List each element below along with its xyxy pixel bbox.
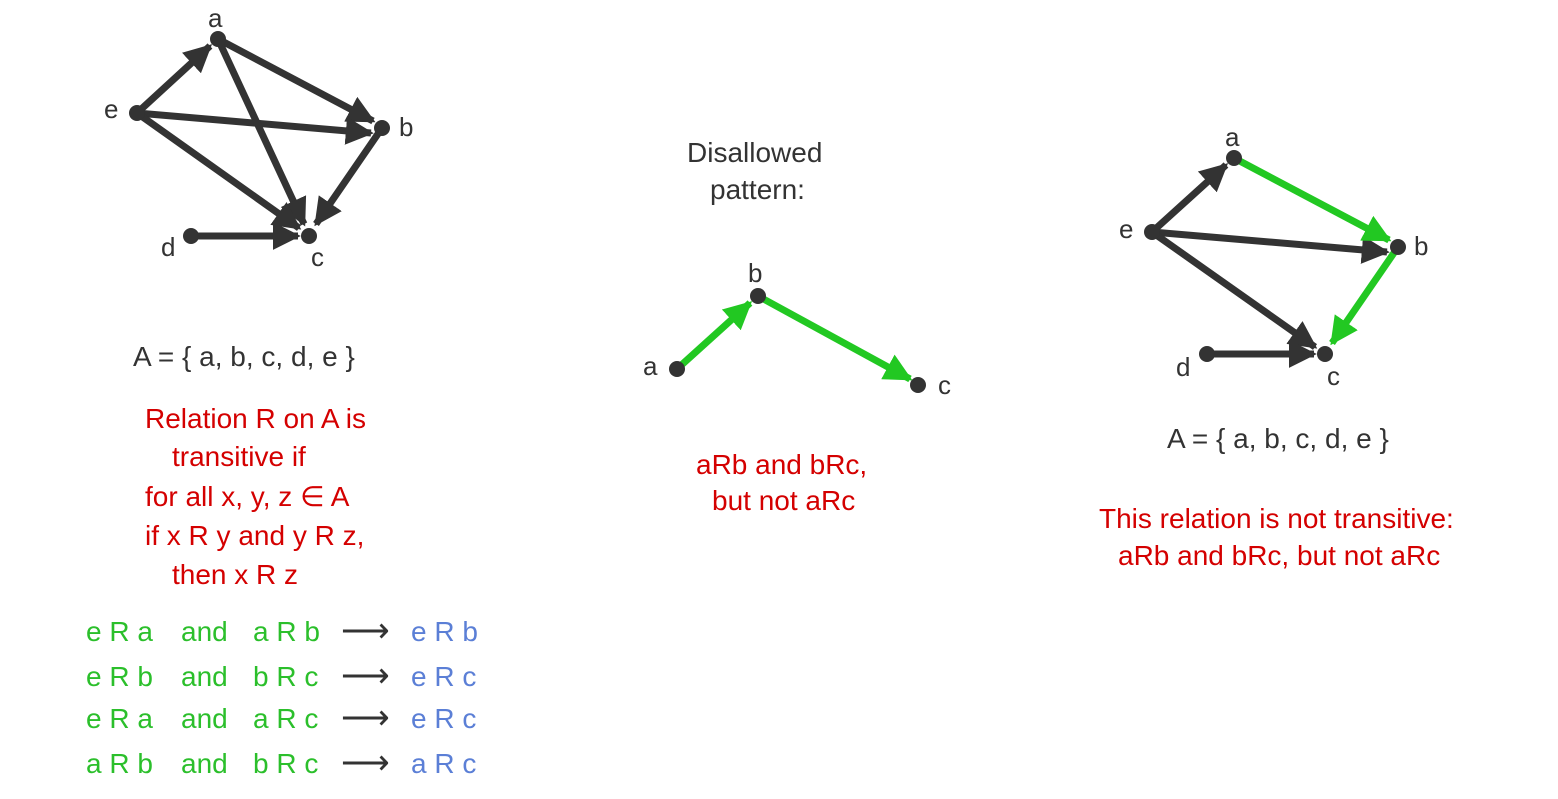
label-b: b	[1414, 231, 1428, 261]
edge-b-c	[1329, 245, 1401, 346]
premise-1: e R a	[86, 703, 153, 734]
conclusion: e R c	[411, 703, 477, 734]
set-definition-right: A = { a, b, c, d, e }	[1167, 423, 1389, 454]
node-d	[183, 228, 199, 244]
premise-2: b R c	[253, 748, 319, 779]
node-e	[129, 105, 145, 121]
and-word: and	[181, 661, 228, 692]
node-c	[301, 228, 317, 244]
and-word: and	[181, 616, 228, 647]
definition-line: then x R z	[172, 559, 299, 590]
node-a	[210, 31, 226, 47]
premise-1: e R a	[86, 616, 153, 647]
node-c	[910, 377, 926, 393]
edge-b-c	[756, 292, 913, 383]
and-word: and	[181, 748, 228, 779]
definition-line: Relation R on A is	[145, 403, 367, 434]
and-word: and	[181, 703, 228, 734]
premise-2: a R c	[253, 703, 319, 734]
node-b	[1390, 239, 1406, 255]
node-b	[374, 120, 390, 136]
node-c	[1317, 346, 1333, 362]
caption-line: but not aRc	[712, 485, 856, 516]
implies-arrow-icon: ⟶	[341, 744, 390, 782]
edge-a-b	[216, 35, 376, 125]
premise-2: b R c	[253, 661, 319, 692]
label-c: c	[311, 242, 324, 272]
definition-line: for all x, y, z ∈ A	[145, 481, 350, 512]
edge-a-b	[674, 300, 753, 372]
implies-arrow-icon: ⟶	[341, 657, 390, 695]
premise-2: a R b	[253, 616, 320, 647]
edge-b-c	[313, 126, 385, 227]
conclusion: a R c	[411, 748, 477, 779]
caption-line: aRb and bRc,	[696, 449, 868, 480]
implies-arrow-icon: ⟶	[341, 699, 390, 737]
graph-not-transitive: a b c d e	[1119, 122, 1428, 391]
definition-line: if x R y and y R z,	[145, 520, 365, 551]
label-e: e	[1119, 214, 1133, 244]
caption-line: aRb and bRc, but not aRc	[1118, 540, 1441, 571]
node-d	[1199, 346, 1215, 362]
edge-e-b	[1151, 228, 1390, 264]
set-definition-left: A = { a, b, c, d, e }	[133, 341, 355, 372]
label-a: a	[643, 351, 658, 381]
label-d: d	[1176, 352, 1190, 382]
edge-e-c	[134, 110, 302, 231]
label-b: b	[399, 112, 413, 142]
premise-1: a R b	[86, 748, 153, 779]
conclusion: e R b	[411, 616, 478, 647]
edge-a-b	[1232, 154, 1392, 244]
definition-line: transitive if	[172, 441, 306, 472]
label-a: a	[208, 3, 223, 33]
edge-e-a	[134, 43, 213, 116]
edge-a-c	[214, 37, 308, 227]
title-line: pattern:	[710, 174, 805, 205]
label-d: d	[161, 232, 175, 262]
edge-e-a	[1149, 162, 1229, 235]
graph-transitive: a b c d e	[104, 3, 413, 272]
label-c: c	[938, 370, 951, 400]
node-a	[1226, 150, 1242, 166]
premise-1: e R b	[86, 661, 153, 692]
label-e: e	[104, 94, 118, 124]
title-line: Disallowed	[687, 137, 823, 168]
label-a: a	[1225, 122, 1240, 152]
caption-line: This relation is not transitive:	[1099, 503, 1454, 534]
node-b	[750, 288, 766, 304]
label-c: c	[1327, 361, 1340, 391]
label-b: b	[748, 258, 762, 288]
graph-disallowed-pattern: a b c	[643, 258, 951, 400]
node-a	[669, 361, 685, 377]
conclusion: e R c	[411, 661, 477, 692]
edge-e-c	[1149, 229, 1318, 350]
node-e	[1144, 224, 1160, 240]
implies-arrow-icon: ⟶	[341, 612, 390, 650]
